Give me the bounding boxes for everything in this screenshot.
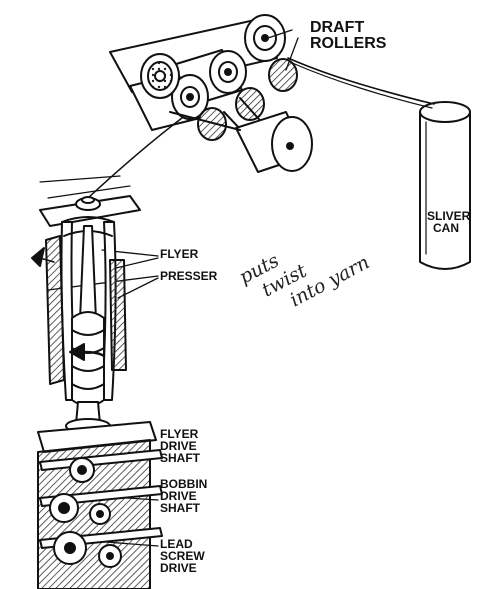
lead-screw-drive-label: LEAD SCREW DRIVE (160, 537, 205, 575)
sliver-strand (287, 57, 435, 105)
flyer (31, 175, 141, 434)
flyer-label: FLYER (160, 247, 199, 261)
sliver-can (419, 101, 471, 270)
roving-strand (87, 117, 183, 199)
draft-rollers (109, 14, 313, 173)
bobbin-drive-shaft-label: BOBBIN DRIVE SHAFT (160, 477, 208, 515)
flyer-drive-shaft-label: FLYER DRIVE SHAFT (160, 427, 200, 465)
draft-rollers-label: DRAFT ROLLERS (310, 19, 387, 52)
sliver-can-label: SLIVER CAN (427, 209, 471, 235)
presser-label: PRESSER (160, 269, 218, 283)
drive-gearbox (37, 421, 163, 589)
